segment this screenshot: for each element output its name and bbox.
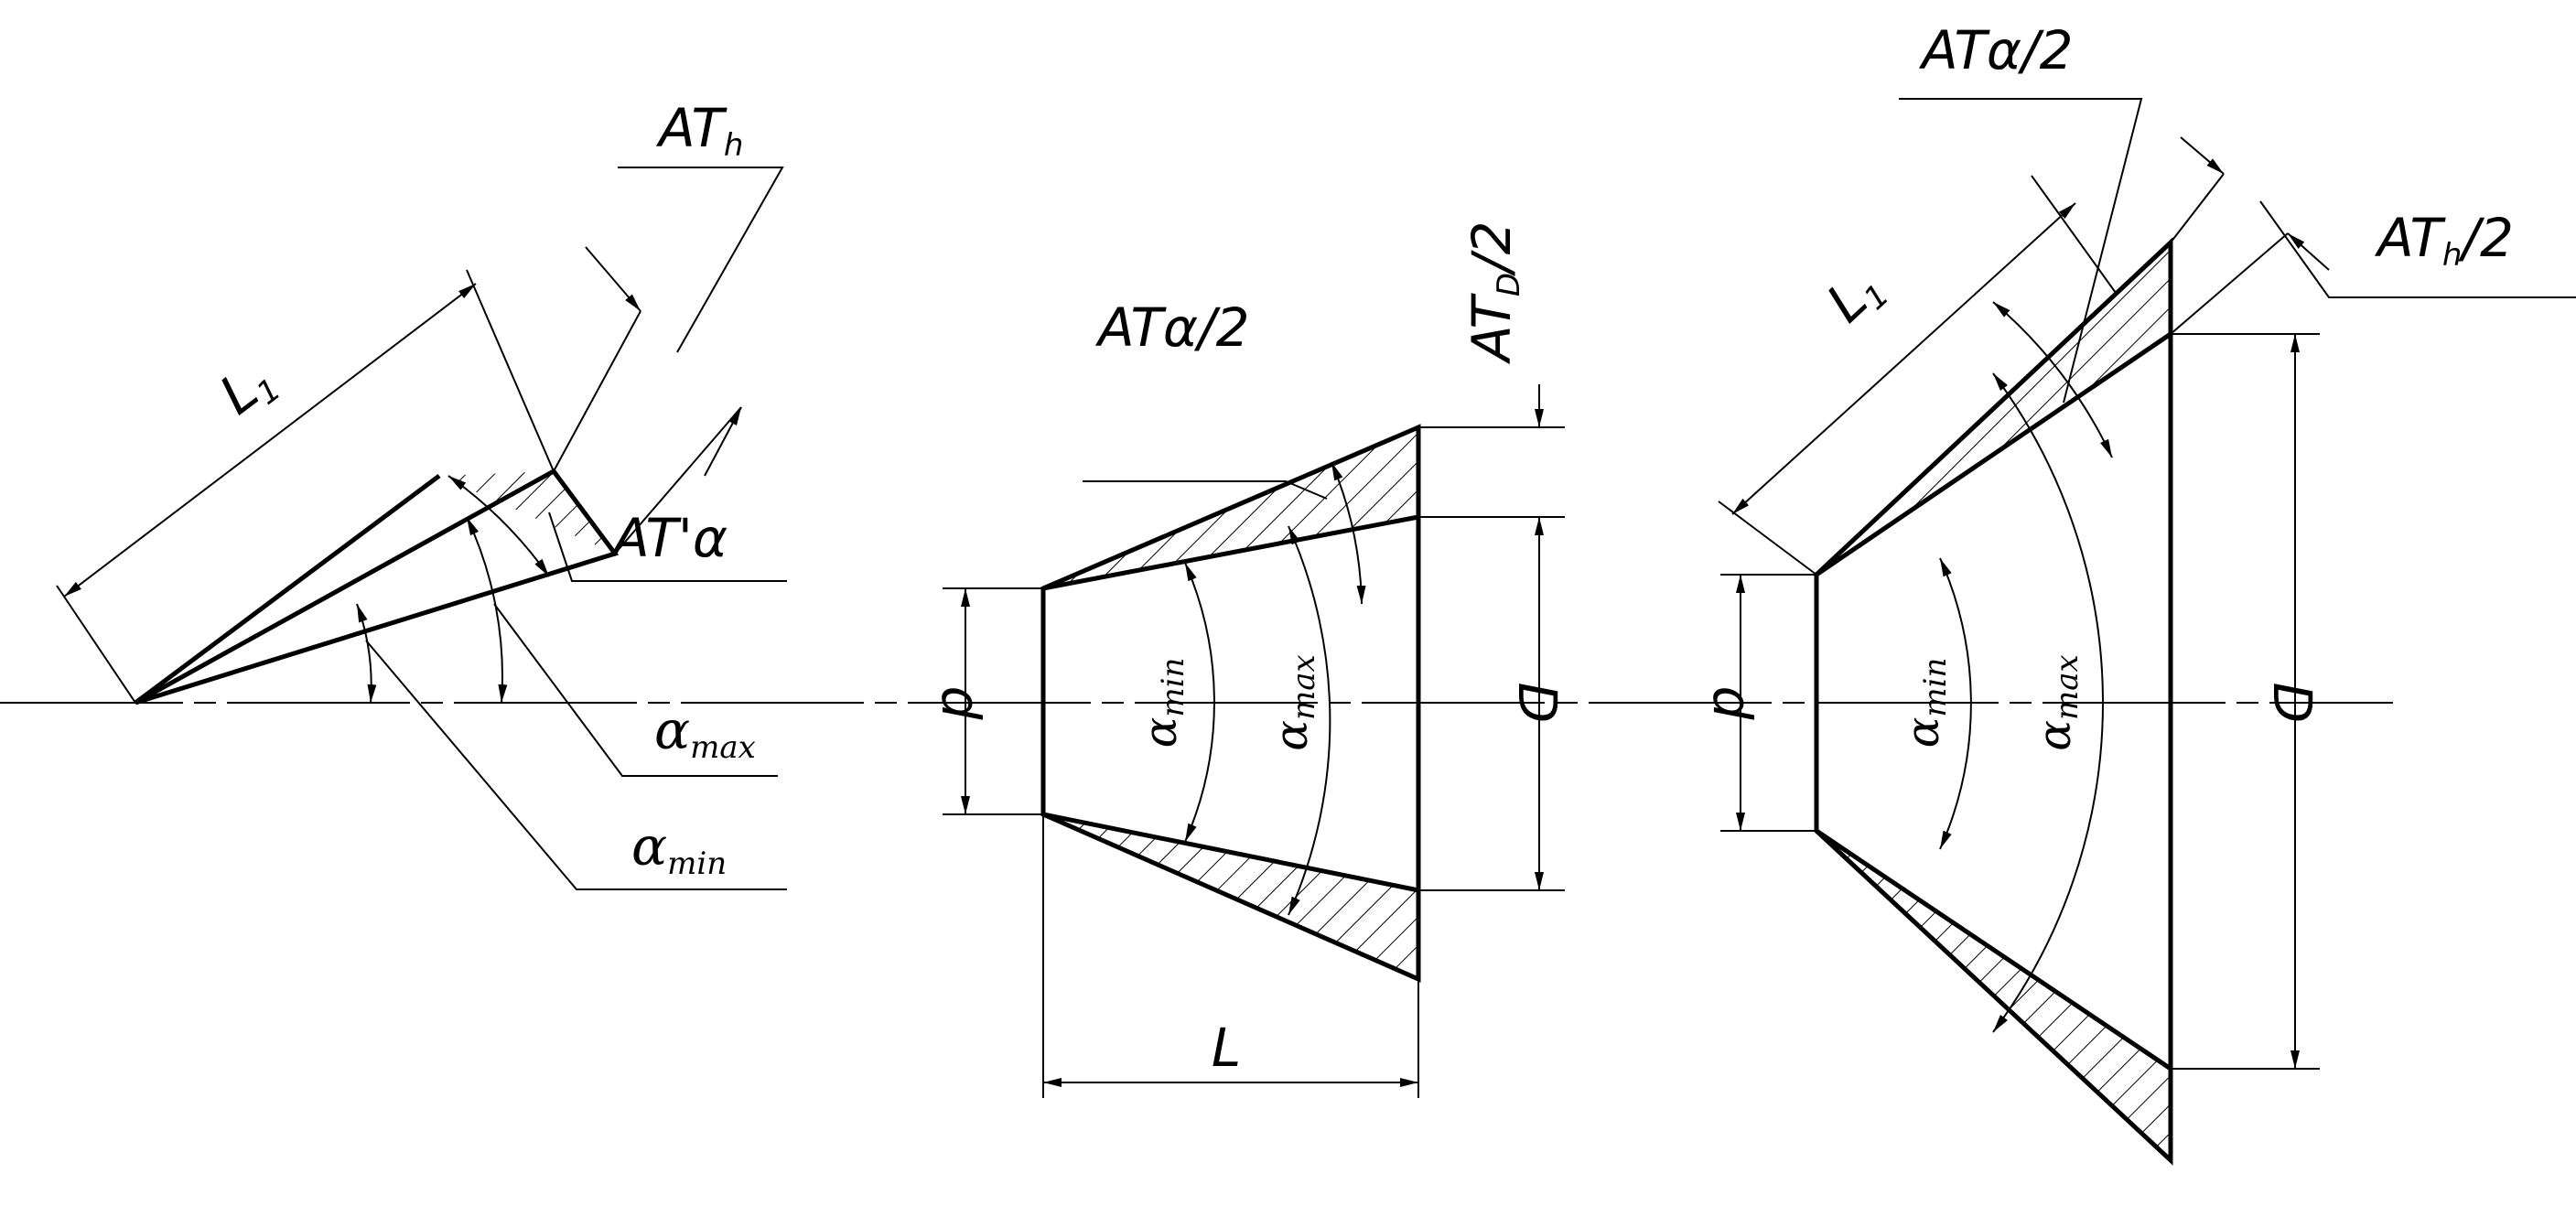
fig1-L1-dimension-line [63,283,477,598]
fig1-L1-extension-b [466,269,555,472]
fig2-ATD-half-label: ATD/2 [1460,221,1527,365]
fig3-ATh-half-label: ATh/2 [2374,207,2514,274]
figure-2-cone-diameters: d D ATD/2 ATα/2 αmin αmax L [930,221,1568,1098]
fig3-L1-dimension-line [1731,202,2076,515]
fig3-L1-label: L1 [1815,255,1896,338]
fig1-AT-prime-alpha-label: AT'α [609,507,728,569]
fig2-alpha-min-label: αmin [1134,658,1191,748]
fig3-ATh-leader [2259,200,2576,298]
fig3-AT-alpha-half-label: ATα/2 [1918,19,2074,81]
fig3-AT-alpha-half-arc [1992,301,2113,458]
fig1-ATh-extension-a [553,310,641,472]
fig3-ATh-dimension-a [2180,136,2225,175]
fig1-L1-label: L1 [209,347,288,430]
fig2-d-label: d [930,686,992,721]
fig1-L1-extension-a [56,585,136,704]
fig3-alpha-min-label: αmin [1896,658,1954,748]
fig1-alpha-max-leader [493,603,778,777]
fig2-alpha-max-arc [1288,525,1331,916]
fig2-L-label: L [1212,1017,1241,1079]
fig1-alpha-min-label: αmin [631,815,727,882]
figure-3-cone-length: d D L1 ATh/2 ATα/2 αmin αmax [1701,19,2576,1166]
fig3-alpha-min-arc [1939,557,1972,850]
fig1-alpha-max-label: αmax [654,699,756,766]
fig3-d-label: d [1701,686,1763,721]
fig1-alpha-min-leader [365,640,787,890]
fig3-ATh-dimension-b [2287,232,2330,271]
fig1-inner-edge [134,473,441,705]
fig3-cone-outline [1814,237,2173,1166]
fig2-AT-alpha-half-arc [1331,461,1366,605]
figure-1-tilted-cone: L1 ATh AT'α αmax αmin [56,97,787,890]
fig1-ATh-dimension-a [585,246,641,312]
fig2-lower-inner-edge [1042,812,1419,893]
fig3-D-label: D [2261,683,2323,724]
fig1-ATh-leader [618,167,784,353]
fig1-alpha-max-arc [466,516,508,704]
fig2-alpha-max-label: αmax [1265,654,1322,750]
fig2-AT-alpha-half-leader [1083,480,1328,500]
fig1-ATh-label: ATh [655,97,743,164]
fig3-lower-inner-edge [1815,828,2172,1071]
fig3-alpha-max-label: αmax [2028,654,2086,750]
fig3-ATh-extension-b [2170,232,2289,335]
fig3-L1-extension-b [2031,175,2117,294]
fig3-AT-alpha-half-leader [1899,98,2143,404]
fig3-ATh-extension-a [2170,173,2225,243]
fig1-alpha-min-arc [356,603,377,704]
fig2-AT-alpha-half-label: ATα/2 [1094,296,1250,359]
fig3-upper-inner-edge [1815,331,2172,577]
fig1-ATh-extension-b [614,406,742,555]
fig1-ATh-dimension-b [704,406,742,477]
fig2-alpha-min-arc [1184,562,1215,843]
fig1-AT-prime-alpha-leader [548,511,787,582]
fig3-alpha-max-arc [1992,372,2104,1033]
fig2-D-label: D [1506,683,1568,724]
